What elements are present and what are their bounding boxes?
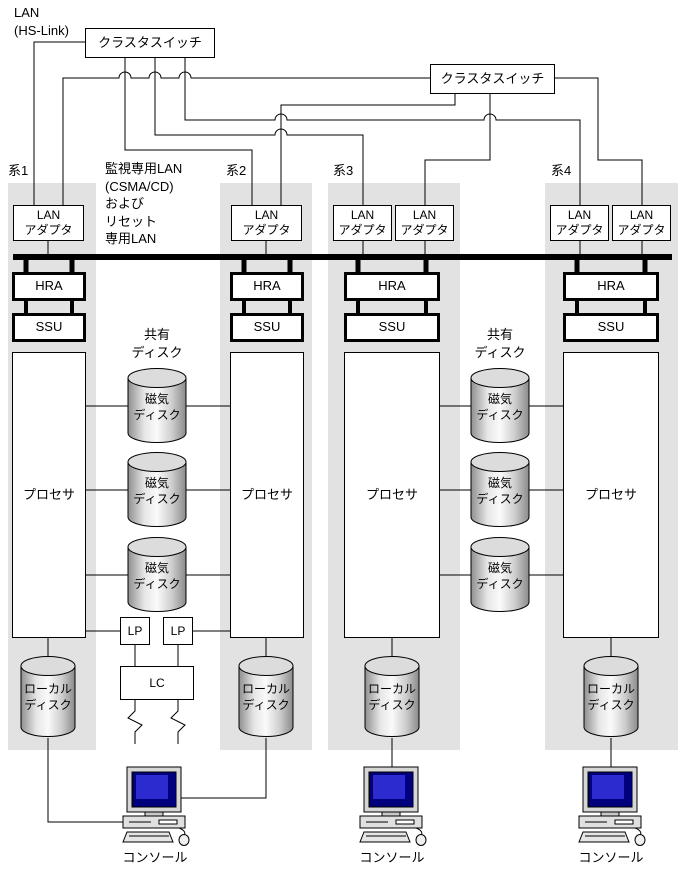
disk-label: 磁気 ディスク: [476, 476, 524, 506]
lp-box-2: LP: [163, 617, 193, 645]
console-label-2: コンソール: [359, 850, 425, 865]
system3-hra: HRA: [344, 272, 440, 301]
system4-name: 系4: [551, 163, 572, 178]
monitor-screen-glow: [592, 775, 624, 799]
console-computer-icon-3: [573, 766, 649, 851]
mouse: [415, 834, 427, 846]
shared-disk-title-2: 共有 ディスク: [474, 327, 526, 360]
disk-label: ローカル ディスク: [241, 682, 290, 712]
shared-disk-title-1: 共有 ディスク: [131, 327, 183, 360]
system3-lan-adapter-1: LAN アダプタ: [333, 205, 392, 241]
system2-processor: プロセサ: [230, 352, 304, 638]
console-label-1: コンソール: [122, 850, 188, 865]
disk-label: 磁気 ディスク: [133, 561, 181, 591]
magnetic-disk-2-3: 磁気 ディスク: [470, 537, 530, 613]
keyboard: [578, 831, 630, 843]
system1-ssu: SSU: [12, 313, 86, 342]
local-disk-sys4: ローカル ディスク: [583, 656, 639, 738]
local-disk-sys3: ローカル ディスク: [364, 656, 420, 738]
lp-lc-links: [86, 630, 230, 666]
system4-hra: HRA: [563, 272, 659, 301]
lan-hslink-label: LAN (HS-Link): [14, 5, 69, 38]
system2-ssu: SSU: [230, 313, 304, 342]
local-disk-sys1: ローカル ディスク: [20, 656, 76, 738]
local-disk-sys2: ローカル ディスク: [238, 656, 294, 738]
disk-label: 磁気 ディスク: [476, 392, 524, 422]
mouse: [634, 834, 646, 846]
system3-processor: プロセサ: [344, 352, 440, 638]
system2-hra: HRA: [230, 272, 304, 301]
system1-hra: HRA: [12, 272, 86, 301]
system1-name: 系1: [8, 163, 29, 178]
cluster-switch-2: クラスタスイッチ: [430, 64, 555, 94]
keyboard: [122, 831, 174, 843]
system3-name: 系3: [333, 163, 354, 178]
disk-label: 磁気 ディスク: [133, 476, 181, 506]
link-switch1-sys1: [33, 41, 85, 205]
magnetic-disk-2-1: 磁気 ディスク: [470, 368, 530, 444]
monitor-stand: [144, 811, 164, 817]
system4-lan-adapter-2: LAN アダプタ: [612, 205, 671, 241]
monitor-stand: [381, 811, 401, 817]
disk-label: ローカル ディスク: [367, 682, 416, 712]
lp-box-1: LP: [120, 617, 150, 645]
mouse: [178, 834, 190, 846]
magnetic-disk-2-2: 磁気 ディスク: [470, 452, 530, 528]
cluster-switch-1: クラスタスイッチ: [85, 28, 215, 58]
system2-lan-adapter: LAN アダプタ: [231, 205, 302, 241]
system2-name: 系2: [226, 163, 247, 178]
system3-lan-adapter-2: LAN アダプタ: [395, 205, 454, 241]
magnetic-disk-1-3: 磁気 ディスク: [127, 537, 187, 613]
system4-ssu: SSU: [563, 313, 659, 342]
system4-processor: プロセサ: [563, 352, 659, 638]
system4-lan-adapter-1: LAN アダプタ: [550, 205, 609, 241]
monitor-lan-note: 監視専用LAN (CSMA/CD) および リセット 専用LAN: [105, 161, 183, 247]
disk-label: ローカル ディスク: [23, 682, 72, 712]
system1-processor: プロセサ: [12, 352, 86, 638]
printer-break-lines: [127, 700, 186, 744]
console-computer-icon-2: [354, 766, 430, 851]
disk-label: ローカル ディスク: [586, 682, 635, 712]
system3-ssu: SSU: [344, 313, 440, 342]
console-computer-icon-1: [117, 766, 193, 851]
lc-box: LC: [120, 666, 194, 700]
disk-label: 磁気 ディスク: [476, 561, 524, 591]
keyboard: [359, 831, 411, 843]
magnetic-disk-1-1: 磁気 ディスク: [127, 368, 187, 444]
magnetic-disk-1-2: 磁気 ディスク: [127, 452, 187, 528]
monitor-screen-glow: [373, 775, 405, 799]
disk-label: 磁気 ディスク: [133, 392, 181, 422]
system1-lan-adapter: LAN アダプタ: [13, 205, 84, 241]
console-label-3: コンソール: [578, 850, 644, 865]
monitor-screen-glow: [136, 775, 168, 799]
monitor-stand: [600, 811, 620, 817]
